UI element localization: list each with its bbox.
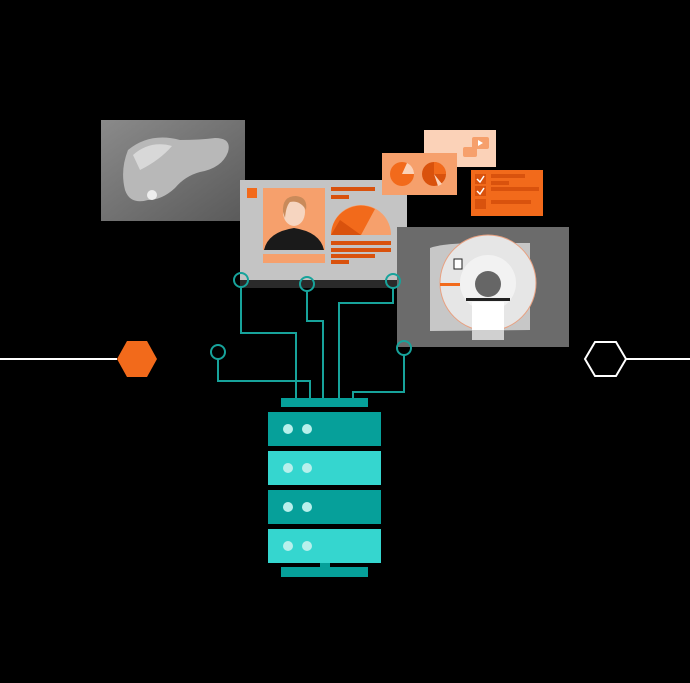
checklist-icon [471,170,543,216]
patient-profile-icon [240,180,407,288]
mri-scanner-icon [397,227,569,347]
orange-hexagon-icon [117,341,157,377]
liver-scan-icon [101,120,245,221]
white-hexagon-icon [583,341,628,377]
pie-chart-icon [382,153,457,195]
circuit-connections [210,272,412,399]
server-rack-icon [268,398,381,577]
